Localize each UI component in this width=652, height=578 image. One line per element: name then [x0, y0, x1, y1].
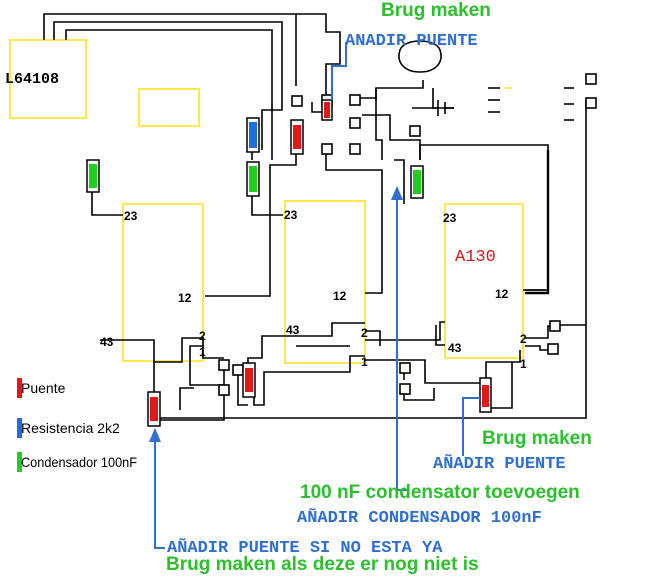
legend-bridge-swatch	[17, 378, 22, 398]
middle-chip-outline	[284, 200, 366, 364]
capacitor-right	[410, 165, 424, 199]
annotation-cap-nl: 100 nF condensator toevoegen	[300, 482, 580, 503]
legend-bridge-label: Puente	[21, 380, 66, 396]
pin-mid-1: 1	[361, 355, 368, 369]
legend-capacitor-label: Condensador 100nF	[21, 454, 137, 470]
l64108-label: L64108	[5, 71, 59, 88]
a130-lead	[525, 150, 550, 295]
legend-capacitor-swatch	[17, 452, 22, 472]
pin-left-12: 12	[178, 291, 192, 305]
pin-right-23: 23	[443, 211, 457, 225]
pin-right-43: 43	[448, 341, 462, 355]
pin-left-1: 1	[199, 345, 206, 359]
l64108-module-outline	[9, 39, 87, 119]
capacitor-left	[86, 159, 100, 193]
pin-left-2: 2	[199, 329, 206, 343]
pin-mid-23: 23	[284, 208, 298, 222]
pin-right-1: 1	[520, 357, 527, 371]
legend-resistor-swatch	[17, 418, 22, 438]
bridge-right	[479, 377, 492, 413]
annotation-right-nl: Brug maken	[482, 428, 592, 449]
bridge-middle	[242, 362, 256, 398]
annotation-right-es: AÑADIR PUENTE	[433, 453, 566, 474]
right-chip-outline	[444, 203, 524, 359]
pin-mid-12: 12	[333, 289, 347, 303]
bridge-top-left	[290, 119, 304, 155]
annotation-top-es: ANADIR PUENTE	[345, 32, 478, 51]
pin-mid-2: 2	[361, 326, 368, 340]
small-module-outline	[138, 88, 200, 127]
top-right-component	[398, 40, 574, 121]
arrow-head-bottom	[149, 428, 161, 442]
arrow-head-cap	[391, 186, 403, 200]
resistor-blue	[246, 117, 260, 153]
left-chip-outline	[122, 203, 204, 362]
pin-left-23: 23	[124, 209, 138, 223]
blue-pointers	[154, 42, 480, 549]
legend: Puente Resistencia 2k2 Condensador 100nF	[17, 378, 137, 472]
a130-label: A130	[455, 248, 496, 267]
annotation-cap-es: AÑADIR CONDENSADOR 100nF	[297, 507, 542, 528]
legend-resistor-label: Resistencia 2k2	[21, 420, 120, 436]
pin-left-43: 43	[100, 335, 114, 349]
bridge-top	[321, 99, 333, 121]
annotation-bottom-nl: Brug maken als deze er nog niet is	[166, 554, 479, 575]
pin-right-2: 2	[520, 332, 527, 346]
annotation-top-nl: Brug maken	[381, 0, 491, 21]
pin-mid-43: 43	[286, 323, 300, 337]
pin-right-12: 12	[495, 287, 509, 301]
capacitor-middle	[246, 161, 260, 197]
annotation-bottom-es: AÑADIR PUENTE SI NO ESTA YA	[167, 537, 443, 558]
bridge-bottom-left	[147, 391, 161, 427]
